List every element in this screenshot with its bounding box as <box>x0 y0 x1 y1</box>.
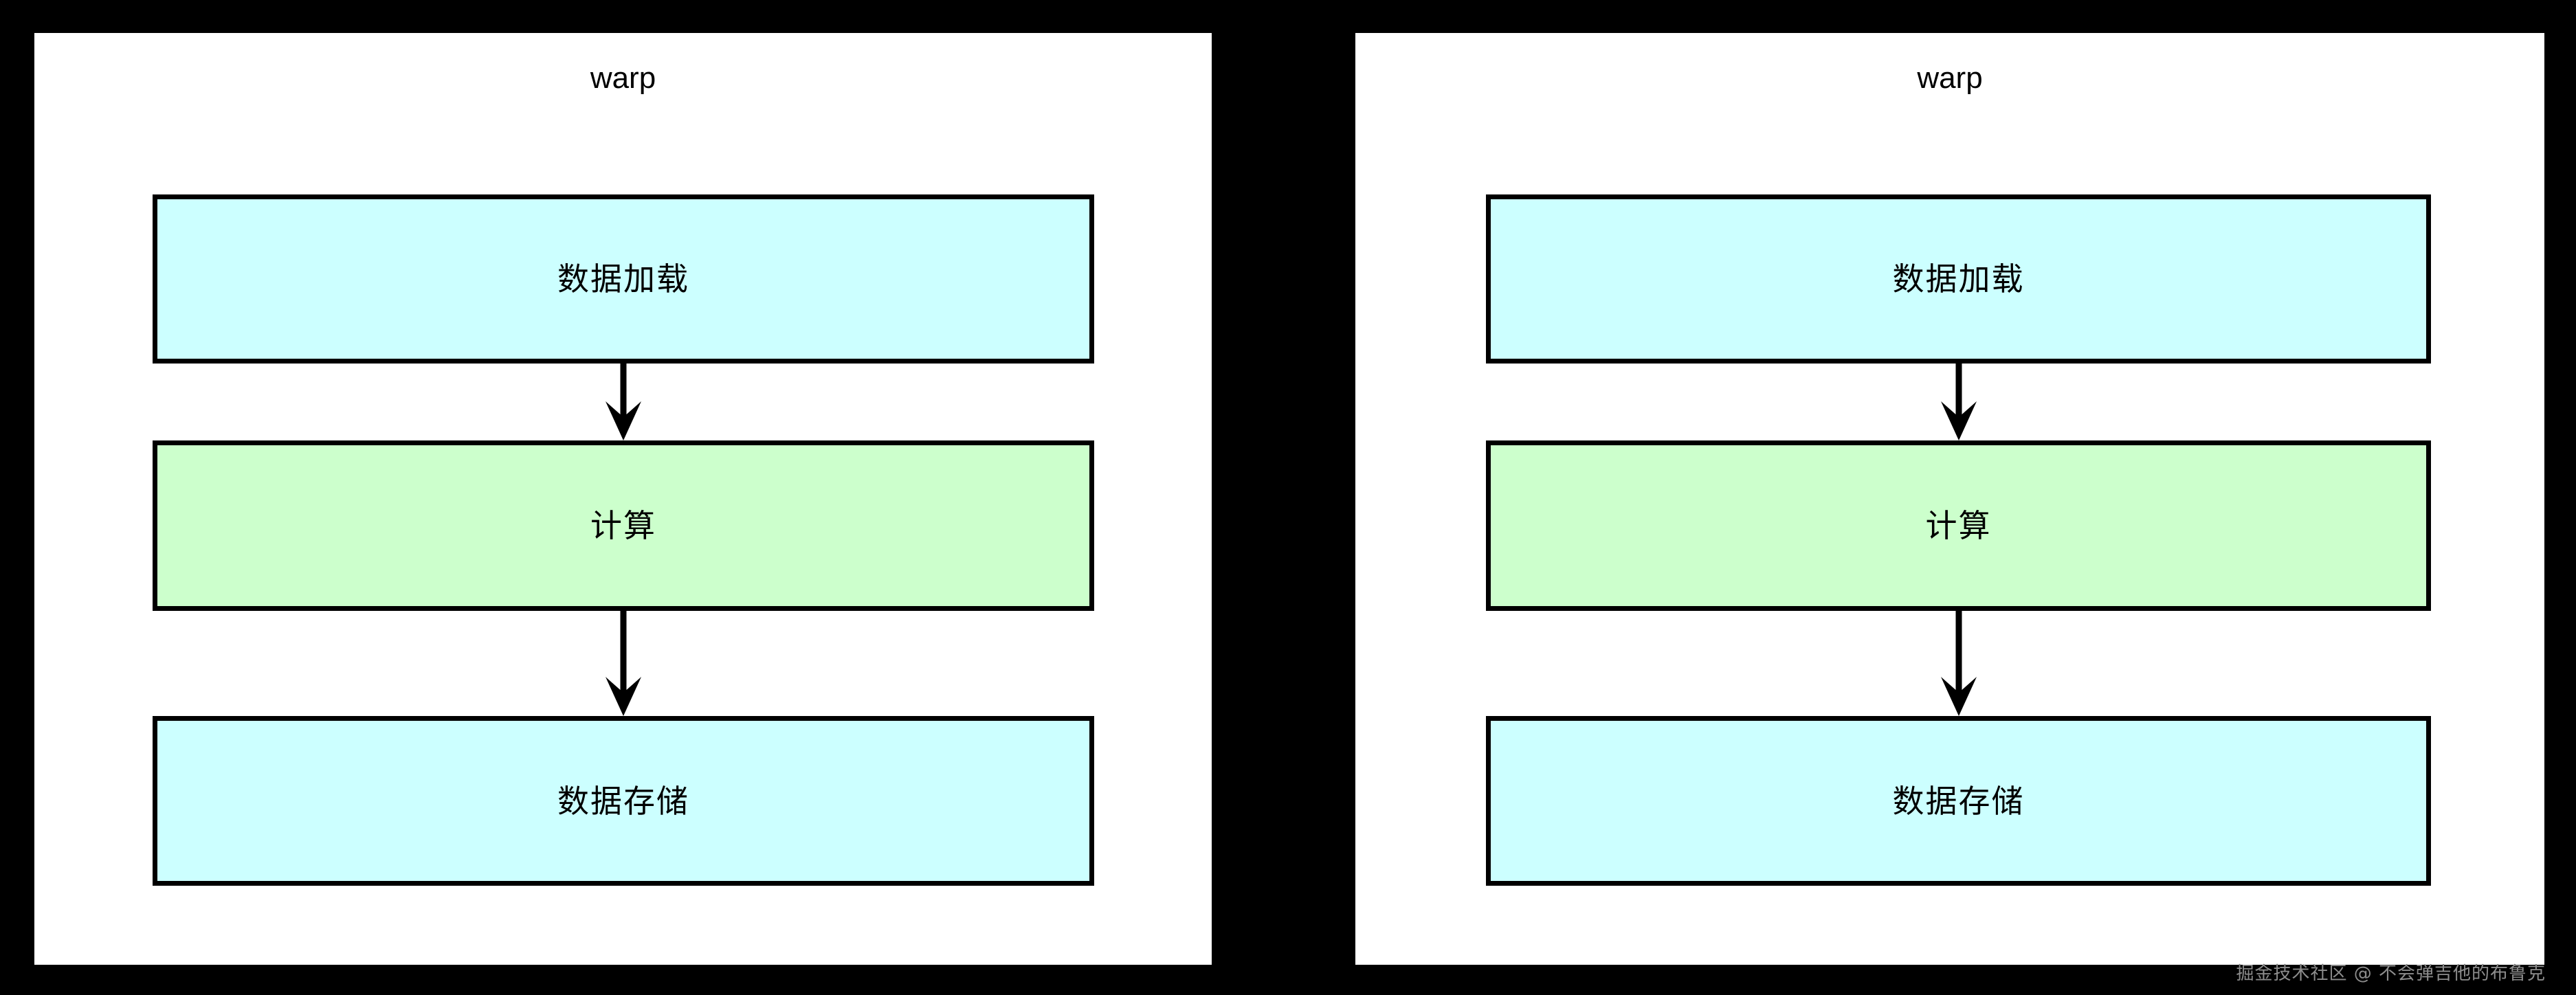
warp-panel-2: warp 数据加载 计算 数据存储 <box>1355 33 2544 965</box>
stage-box-data-store: 数据存储 <box>1486 716 2431 886</box>
arrow-load-to-compute <box>1928 364 1990 440</box>
stage-label: 数据存储 <box>557 782 689 820</box>
stage-label: 数据存储 <box>1892 782 2025 820</box>
arrow-compute-to-store <box>592 611 654 716</box>
arrow-down-icon <box>1941 364 1977 440</box>
stage-label: 数据加载 <box>1892 260 2025 298</box>
stage-box-data-load: 数据加载 <box>1486 194 2431 364</box>
arrow-load-to-compute <box>592 364 654 440</box>
arrow-down-icon <box>606 611 641 716</box>
stage-label: 计算 <box>1925 507 1992 544</box>
stage-box-compute: 计算 <box>1486 440 2431 611</box>
arrow-compute-to-store <box>1928 611 1990 716</box>
panel-title: warp <box>1917 61 1983 95</box>
stage-label: 计算 <box>590 507 656 544</box>
watermark: 掘金技术社区 @ 不会弹吉他的布鲁克 <box>2236 963 2546 984</box>
stage-box-compute: 计算 <box>153 440 1094 611</box>
warp-panel-1: warp 数据加载 计算 数据存储 <box>34 33 1212 965</box>
stage-label: 数据加载 <box>557 260 689 298</box>
arrow-down-icon <box>1941 611 1977 716</box>
panel-title: warp <box>590 61 656 95</box>
stage-box-data-store: 数据存储 <box>153 716 1094 886</box>
stage-box-data-load: 数据加载 <box>153 194 1094 364</box>
arrow-down-icon <box>606 364 641 440</box>
